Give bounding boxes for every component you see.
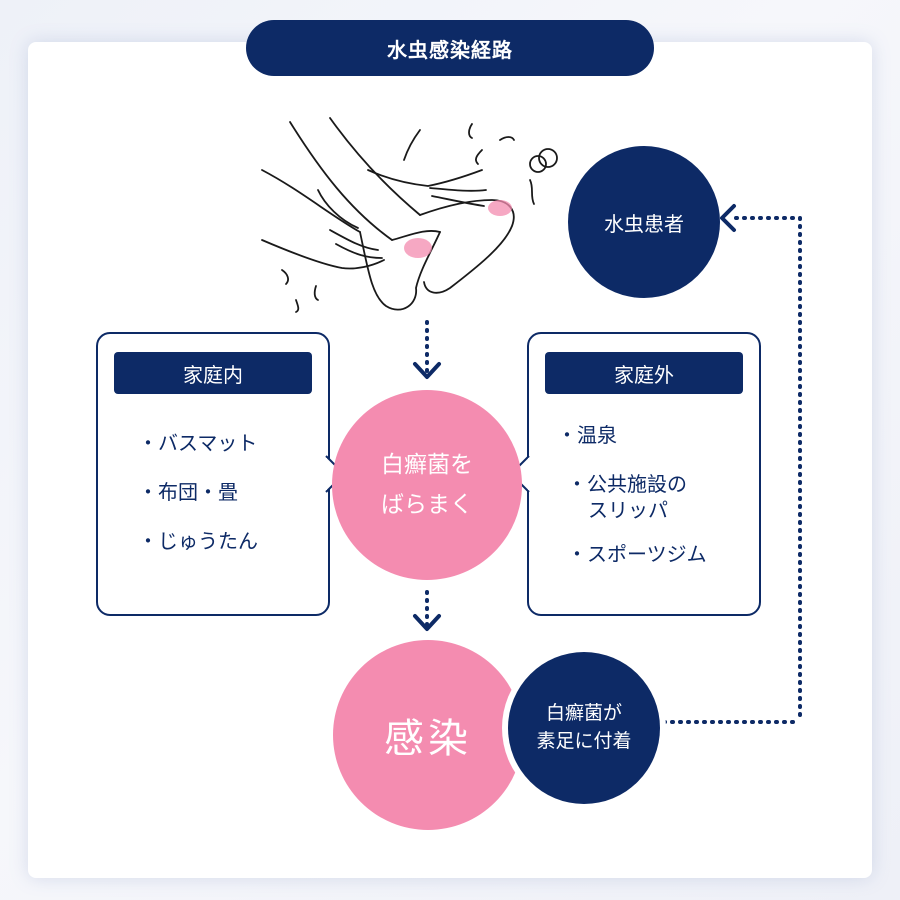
page-title: 水虫感染経路 (246, 20, 654, 76)
list-item: バスマット (138, 430, 258, 456)
attach-label-line1: 白癬菌が (545, 702, 622, 725)
indoor-heading: 家庭内 (114, 352, 312, 394)
spread-label-line2: ばらまく (381, 492, 473, 518)
list-item: スポーツジム (557, 541, 707, 567)
attach-node: 白癬菌が 素足に付着 (508, 652, 660, 804)
list-item-line: スリッパ (588, 498, 668, 522)
arrow-down-icon (413, 362, 441, 379)
patient-node: 水虫患者 (568, 146, 720, 298)
spread-node: 白癬菌を ばらまく (332, 390, 522, 580)
spread-label-line1: 白癬菌を (381, 451, 473, 478)
list-item-line: 公共施設の (587, 472, 687, 496)
arrow-down-icon (413, 614, 441, 631)
outdoor-heading: 家庭外 (545, 352, 743, 394)
attach-label-line2: 素足に付着 (536, 730, 632, 752)
indoor-list: バスマット 布団・畳 じゅうたん (138, 430, 258, 577)
list-item: じゅうたん (138, 528, 258, 554)
list-item: 温泉 (557, 422, 707, 448)
infection-node: 感染 (333, 640, 523, 830)
list-item: 布団・畳 (138, 479, 258, 505)
arrow-left-icon (720, 204, 736, 232)
